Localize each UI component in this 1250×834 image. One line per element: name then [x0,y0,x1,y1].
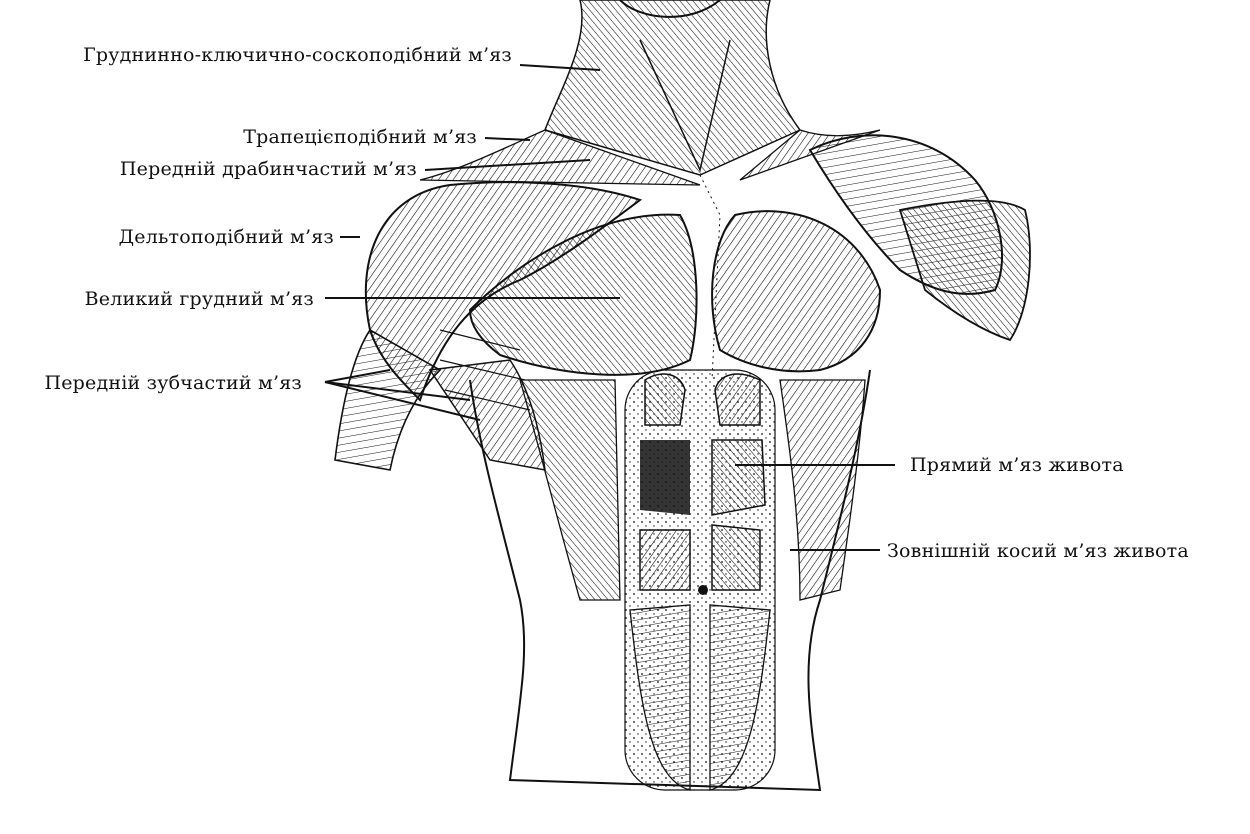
label-scalene-anterior: Передній драбинчастий м’яз [120,158,417,180]
right-pectoral [712,211,880,371]
label-deltoid: Дельтоподібний м’яз [119,226,334,248]
oblique-left [520,380,620,600]
label-external-oblique: Зовнішній косий м’яз живота [887,540,1189,562]
rectus-abdominis [625,370,775,790]
label-rectus-abdominis: Прямий м’яз живота [910,454,1124,476]
label-trapezius: Трапецієподібний м’яз [243,126,477,148]
oblique-right [780,380,865,600]
label-serratus-anterior: Передній зубчастий м’яз [44,372,302,394]
label-sternocleidomastoid: Груднинно-ключично-соскоподібний м’яз [83,44,512,66]
label-pectoralis-major: Великий грудний м’яз [85,288,314,310]
